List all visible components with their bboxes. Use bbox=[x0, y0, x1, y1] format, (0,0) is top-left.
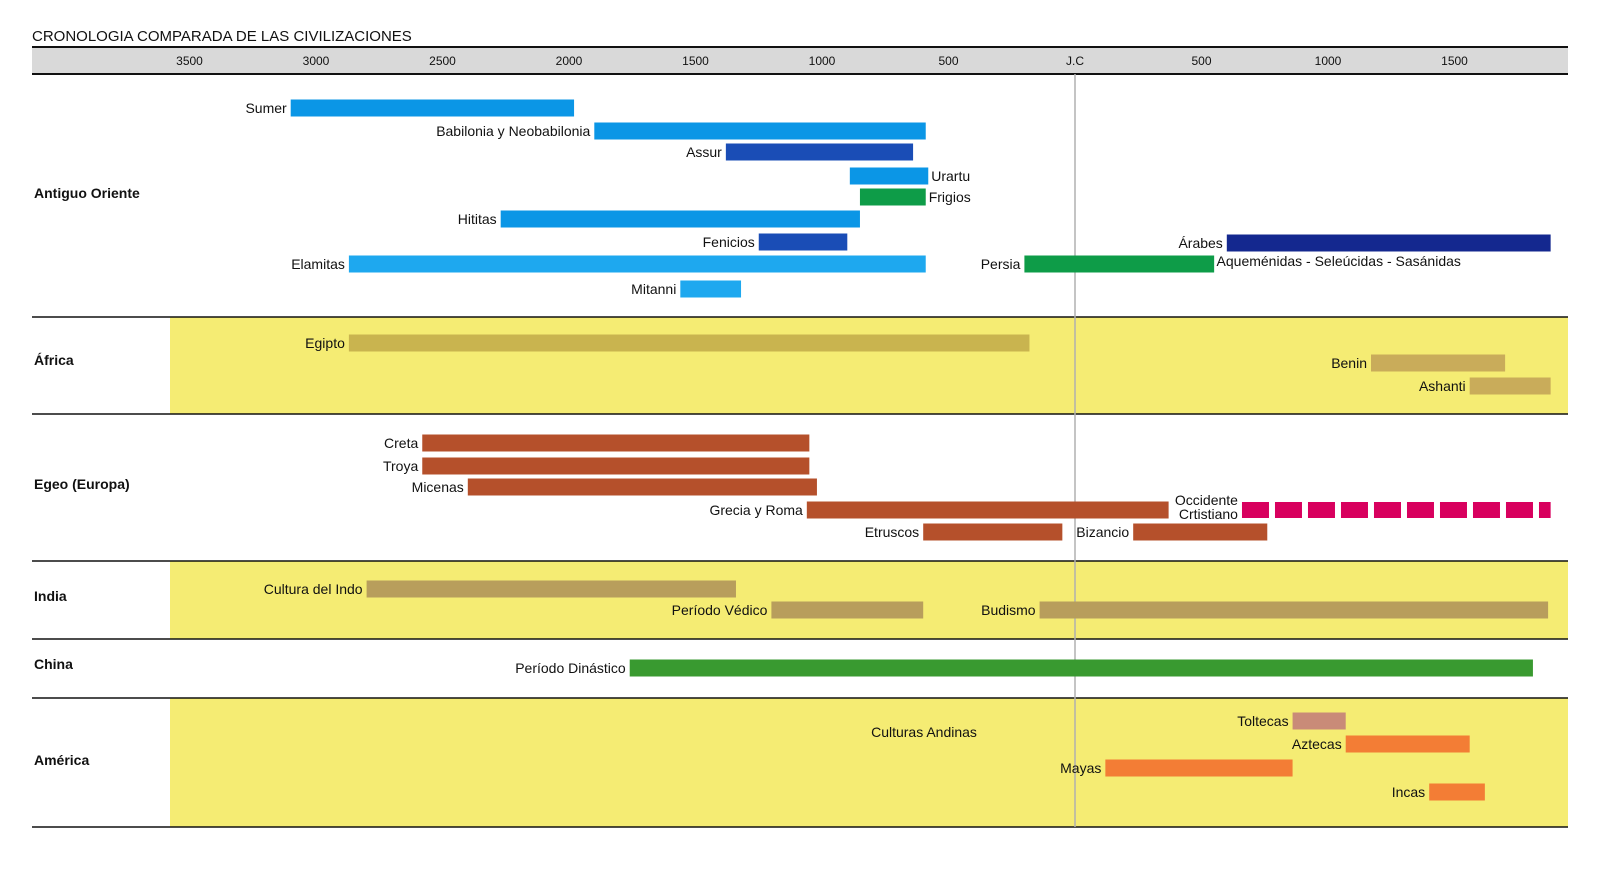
bar-hititas bbox=[500, 210, 860, 228]
bar-creta bbox=[422, 434, 810, 452]
bar-label-elamitas: Elamitas bbox=[291, 256, 345, 272]
bar-mayas bbox=[1105, 759, 1293, 777]
tick-label: 1500 bbox=[682, 54, 709, 68]
bar-occidente-crtistiano-segment bbox=[1340, 502, 1368, 518]
bar-urartu bbox=[849, 167, 929, 185]
bar-elamitas bbox=[348, 255, 926, 273]
bar-label-mayas: Mayas bbox=[1060, 760, 1101, 776]
bar-periodo-vedico bbox=[771, 601, 924, 619]
bar-occidente-crtistiano-segment bbox=[1439, 502, 1467, 518]
bar-label-creta: Creta bbox=[384, 435, 418, 451]
bar-label-egipto: Egipto bbox=[305, 335, 345, 351]
bar-occidente-crtistiano-segment bbox=[1307, 502, 1335, 518]
tick-label: 1000 bbox=[1315, 54, 1342, 68]
bar-label-benin: Benin bbox=[1331, 355, 1367, 371]
bar-occidente-crtistiano-segment bbox=[1472, 502, 1500, 518]
region-label-antiguo-oriente: Antiguo Oriente bbox=[34, 185, 140, 201]
bar-label-crtistiano: Crtistiano bbox=[1179, 506, 1238, 522]
bar-label-periodo-dinastico: Período Dinástico bbox=[515, 660, 626, 676]
bar-troya bbox=[422, 457, 810, 475]
bar-label-micenas: Micenas bbox=[412, 479, 464, 495]
bar-cultura-del-indo bbox=[366, 580, 736, 598]
region-bands bbox=[32, 316, 1568, 828]
bar-label-arabes: Árabes bbox=[1178, 235, 1222, 251]
bar-label-ashanti: Ashanti bbox=[1419, 378, 1466, 394]
bar-sublabel-arabes: Aqueménidas - Seleúcidas - Sasánidas bbox=[1217, 253, 1461, 269]
bar-sumer bbox=[290, 99, 575, 117]
tick-label: 500 bbox=[938, 54, 958, 68]
tick-label: 1500 bbox=[1441, 54, 1468, 68]
bar-occidente-crtistiano-segment bbox=[1406, 502, 1434, 518]
region-shade-africa bbox=[170, 317, 1568, 414]
bar-budismo bbox=[1039, 601, 1549, 619]
bar-label-grecia-y-roma: Grecia y Roma bbox=[709, 502, 803, 518]
bar-label-toltecas: Toltecas bbox=[1237, 713, 1288, 729]
bar-persia bbox=[1024, 255, 1215, 273]
region-label-egeo-europa: Egeo (Europa) bbox=[34, 476, 130, 492]
bar-label-periodo-vedico: Período Védico bbox=[672, 602, 768, 618]
civilization-bars bbox=[290, 99, 1551, 801]
bar-occidente-crtistiano-segment bbox=[1505, 502, 1533, 518]
region-shade-america bbox=[170, 698, 1568, 827]
bar-label-mitanni: Mitanni bbox=[631, 281, 676, 297]
time-axis: 3500 3000 2500 2000 1500 1000 500 J.C 500 1000 150… bbox=[32, 46, 1568, 75]
region-label-america: América bbox=[34, 752, 89, 768]
bar-label-budismo: Budismo bbox=[981, 602, 1036, 618]
bar-frigios bbox=[859, 188, 926, 206]
bar-aztecas bbox=[1345, 735, 1470, 753]
bar-periodo-dinastico bbox=[629, 659, 1533, 677]
bar-assur bbox=[725, 143, 914, 161]
bar-label-bizancio: Bizancio bbox=[1076, 524, 1129, 540]
bar-toltecas bbox=[1292, 712, 1346, 730]
bar-egipto bbox=[348, 334, 1030, 352]
bar-label-sumer: Sumer bbox=[245, 100, 287, 116]
tick-label: 3000 bbox=[303, 54, 330, 68]
tick-label: J.C bbox=[1066, 54, 1084, 68]
bar-label-cultura-del-indo: Cultura del Indo bbox=[264, 581, 363, 597]
bar-label-incas: Incas bbox=[1392, 784, 1425, 800]
region-label-china: China bbox=[34, 656, 73, 672]
bar-ashanti bbox=[1469, 377, 1551, 395]
bar-label-occidente: Occidente bbox=[1175, 492, 1238, 508]
bar-label-etruscos: Etruscos bbox=[865, 524, 919, 540]
tick-label: 2500 bbox=[429, 54, 456, 68]
region-label-africa: África bbox=[34, 352, 74, 368]
bar-bizancio bbox=[1133, 523, 1268, 541]
tick-label: 3500 bbox=[176, 54, 203, 68]
tick-label: 2000 bbox=[556, 54, 583, 68]
bar-occidente-crtistiano-segment bbox=[1538, 502, 1551, 518]
bar-incas bbox=[1429, 783, 1485, 801]
bar-label-hititas: Hititas bbox=[458, 211, 497, 227]
bar-etruscos bbox=[923, 523, 1063, 541]
label-culturas-andinas: Culturas Andinas bbox=[871, 724, 977, 740]
region-shade-india bbox=[170, 561, 1568, 639]
bar-label-urartu: Urartu bbox=[931, 168, 970, 184]
bar-label-fenicios: Fenicios bbox=[703, 234, 755, 250]
bar-occidente-crtistiano-segment bbox=[1274, 502, 1302, 518]
bar-label-babilonia-y-neobabilonia: Babilonia y Neobabilonia bbox=[436, 123, 590, 139]
chart-title: CRONOLOGIA COMPARADA DE LAS CIVILIZACION… bbox=[32, 28, 412, 45]
bar-label-aztecas: Aztecas bbox=[1292, 736, 1342, 752]
bar-occidente-crtistiano-segment bbox=[1373, 502, 1401, 518]
bar-micenas bbox=[467, 478, 817, 496]
bar-occidente-crtistiano-segment bbox=[1241, 502, 1269, 518]
bar-grecia-y-roma bbox=[806, 501, 1169, 519]
bar-label-frigios: Frigios bbox=[929, 189, 971, 205]
bar-benin bbox=[1371, 354, 1506, 372]
region-label-india: India bbox=[34, 588, 67, 604]
tick-label: 1000 bbox=[809, 54, 836, 68]
tick-label: 500 bbox=[1191, 54, 1211, 68]
bar-mitanni bbox=[680, 280, 742, 298]
bar-arabes bbox=[1226, 234, 1551, 252]
bar-babilonia-y-neobabilonia bbox=[594, 122, 926, 140]
bar-label-persia: Persia bbox=[981, 256, 1021, 272]
bar-fenicios bbox=[758, 233, 848, 251]
bar-label-troya: Troya bbox=[383, 458, 418, 474]
axis-band bbox=[32, 47, 1568, 74]
bar-label-assur: Assur bbox=[686, 144, 722, 160]
